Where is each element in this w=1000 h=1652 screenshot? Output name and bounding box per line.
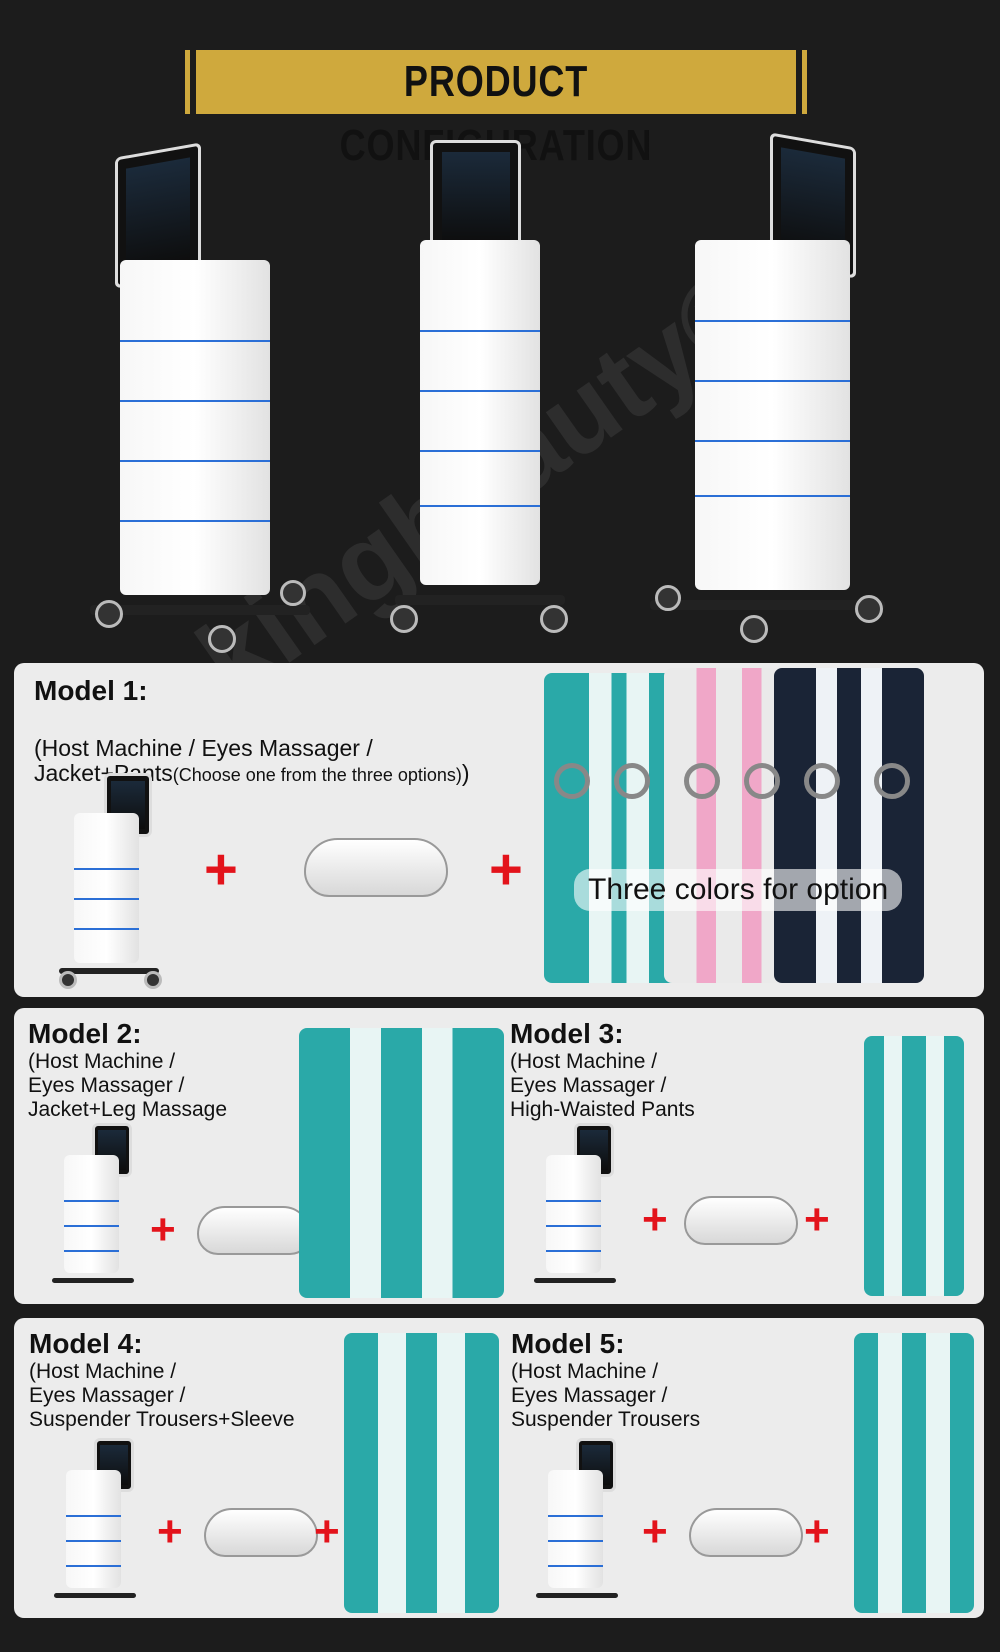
hero-machine-left	[90, 142, 320, 653]
model-4-title: Model 4:	[29, 1328, 143, 1359]
model-4-description: (Host Machine / Eyes Massager / Suspende…	[29, 1360, 295, 1431]
model-1-description: (Host Machine / Eyes Massager / Jacket+P…	[34, 711, 554, 788]
model-3-title: Model 3:	[510, 1018, 624, 1049]
model-5-eyes-massager	[689, 1508, 803, 1557]
model-3-high-waisted-pants	[864, 1036, 964, 1296]
model-3-plus-1: +	[642, 1195, 668, 1244]
model-4-host-machine	[54, 1438, 144, 1613]
model-4-eyes-massager	[204, 1508, 318, 1557]
hose-coil	[874, 763, 910, 799]
model-2-host-machine	[52, 1123, 142, 1298]
model-2-eyes-massager	[197, 1206, 311, 1255]
model-4-plus-1: +	[157, 1507, 183, 1556]
hose-coil	[744, 763, 780, 799]
model-3-plus-2: +	[804, 1195, 830, 1244]
model-2-title: Model 2:	[28, 1018, 142, 1049]
hose-coil	[804, 763, 840, 799]
model-1-desc-end: )	[461, 760, 470, 786]
model-1-eyes-massager	[304, 838, 448, 897]
three-colors-label: Three colors for option	[574, 869, 903, 911]
model-1-title: Model 1:	[34, 675, 148, 706]
model-4-5-panel: Model 4: (Host Machine / Eyes Massager /…	[14, 1318, 984, 1618]
model-3-description: (Host Machine / Eyes Massager / High-Wai…	[510, 1050, 695, 1121]
model-2-description: (Host Machine / Eyes Massager / Jacket+L…	[28, 1050, 228, 1121]
model-1-panel: Model 1: (Host Machine / Eyes Massager /…	[14, 663, 984, 997]
model-3-host-machine	[534, 1123, 624, 1298]
hero-machine-right	[650, 132, 890, 643]
model-4-plus-2: +	[314, 1507, 340, 1556]
hero-machine-center	[390, 140, 570, 640]
pink-suit	[664, 668, 794, 983]
model-5-plus-2: +	[804, 1507, 830, 1556]
model-2-jacket-leg	[299, 1028, 504, 1298]
hose-coil	[554, 763, 590, 799]
model-1-plus-2: +	[489, 837, 523, 902]
model-5-description: (Host Machine / Eyes Massager / Suspende…	[511, 1360, 701, 1431]
model-5-suspender-trousers	[854, 1333, 974, 1613]
model-5-title: Model 5:	[511, 1328, 625, 1359]
hose-coil	[614, 763, 650, 799]
model-1-desc-note: (Choose one from the three options)	[172, 765, 462, 785]
model-5-host-machine	[536, 1438, 626, 1613]
model-5-plus-1: +	[642, 1507, 668, 1556]
model-1-plus-1: +	[204, 837, 238, 902]
model-1-host-machine	[59, 773, 169, 993]
model-3-eyes-massager	[684, 1196, 798, 1245]
hose-coil	[684, 763, 720, 799]
header-banner: PRODUCT CONFIGURATION	[190, 50, 802, 170]
model-2-3-panel: Model 2: (Host Machine / Eyes Massager /…	[14, 1008, 984, 1304]
navy-suit	[774, 668, 924, 983]
model-4-suspender-trousers-sleeve	[344, 1333, 499, 1613]
model-2-plus-1: +	[150, 1205, 176, 1254]
